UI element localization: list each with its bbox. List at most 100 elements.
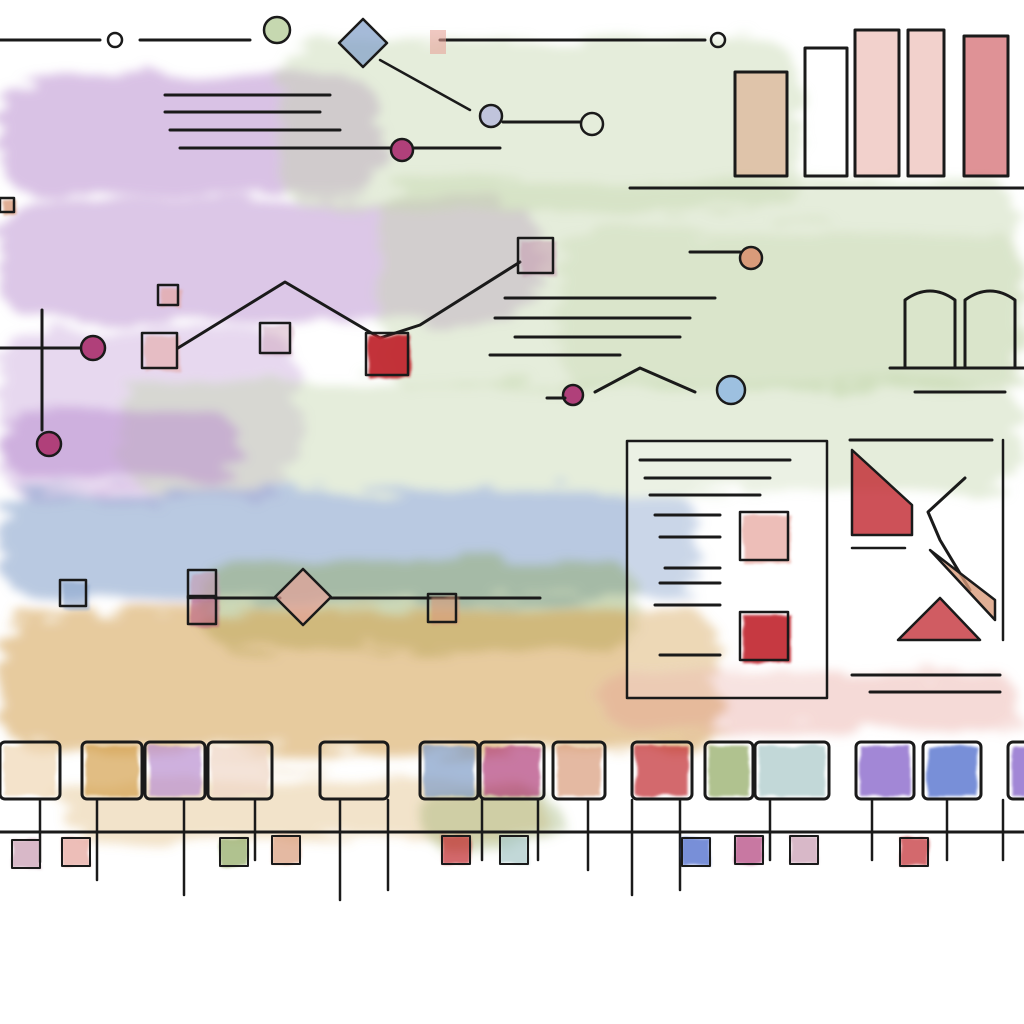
diagram-node-square [426,592,459,625]
diagram-node-square [516,236,556,276]
square-outline [738,610,790,662]
timeline-card-paint [149,746,201,796]
wash-band [0,610,720,750]
diagram-node-circle [709,31,727,49]
square-outline [258,321,292,355]
timeline-card-frame [630,740,694,801]
square-paint [369,336,411,378]
timeline-card-frame [854,740,916,801]
square-paint [743,515,791,563]
chart-bar [906,28,946,178]
diagram-node-square [258,321,293,356]
document-frame [625,439,829,700]
marker-paint [735,836,763,864]
marker-paint [12,840,40,868]
timeline-card-paint [86,746,138,796]
timeline-card-paint [860,746,910,796]
marker-frame [271,835,301,865]
diagram-node-circle [738,245,764,271]
square-paint [431,597,459,625]
timeline-card [418,740,480,801]
marker-frame [734,835,764,865]
diagram-node-square [58,578,89,609]
timeline-marker [61,837,91,867]
timeline-card-paint [4,746,56,796]
timeline-card-paint [1012,746,1024,796]
timeline-card [80,740,144,801]
timeline-card-frame [1006,740,1024,801]
chart-bar [853,28,901,178]
square-outline [140,331,179,370]
timeline-marker [734,835,764,865]
timeline-card-frame [143,740,207,801]
ink-stroke [926,476,972,592]
marker-paint [62,838,90,866]
marker-frame [899,837,929,867]
wash-band [0,410,240,480]
square-paint [191,599,219,627]
square-paint [145,336,180,371]
document-icon [625,439,829,700]
marker-paint [900,838,928,866]
book-icon [888,289,1024,370]
stripe-shape [928,548,997,622]
chart-bar [962,34,1010,178]
square-paint [263,326,293,356]
diagram-node-square [140,331,180,371]
diagram-node-circle [561,383,585,407]
square-outline [0,196,16,214]
timeline-card [478,740,546,801]
timeline-card-paint [759,746,825,796]
square-outline [156,283,180,307]
wash-band [560,230,1024,390]
square-outline [364,331,410,377]
timeline-marker [899,837,929,867]
timeline-card [1006,740,1024,801]
square-outline [186,568,218,600]
book-page [963,289,1017,370]
timeline-card [921,740,983,801]
timeline-card [753,740,831,801]
timeline-card [630,740,694,801]
timeline-marker [789,835,819,865]
marker-frame [11,839,41,869]
marker-paint [272,836,300,864]
chart-bar [733,70,789,178]
marker-frame [61,837,91,867]
marker-frame [681,837,711,867]
square-paint [161,288,181,308]
diagram-node-circle [715,374,747,406]
marker-frame [219,837,249,867]
timeline-card [0,740,62,801]
marker-frame [789,835,819,865]
marker-paint [500,836,528,864]
accent-swatch [430,30,446,54]
chart-bar [803,46,849,178]
geometric-shapes [848,438,1005,642]
timeline-marker [441,835,471,865]
triangle-shape [896,596,982,642]
ink-chevron [593,366,697,394]
diagram-node-square [738,610,791,663]
timeline-card-frame [703,740,755,801]
timeline-marker [11,839,41,869]
timeline-card-frame [478,740,546,801]
diagram-node-circle [35,430,63,458]
timeline-card-paint [636,746,688,796]
timeline-card [318,740,390,801]
diagram-node-diamond [337,17,389,69]
marker-frame [499,835,529,865]
timeline-card [206,740,274,801]
wash-band [280,40,800,210]
diagram-node-circle [478,103,504,129]
timeline-card [551,740,607,801]
ink-linework [0,15,1024,902]
timeline-card-frame [206,740,274,801]
timeline-card-paint [927,746,977,796]
square-outline [186,594,218,626]
square-outline [516,236,555,275]
timeline-card-frame [921,740,983,801]
marker-paint [790,836,818,864]
